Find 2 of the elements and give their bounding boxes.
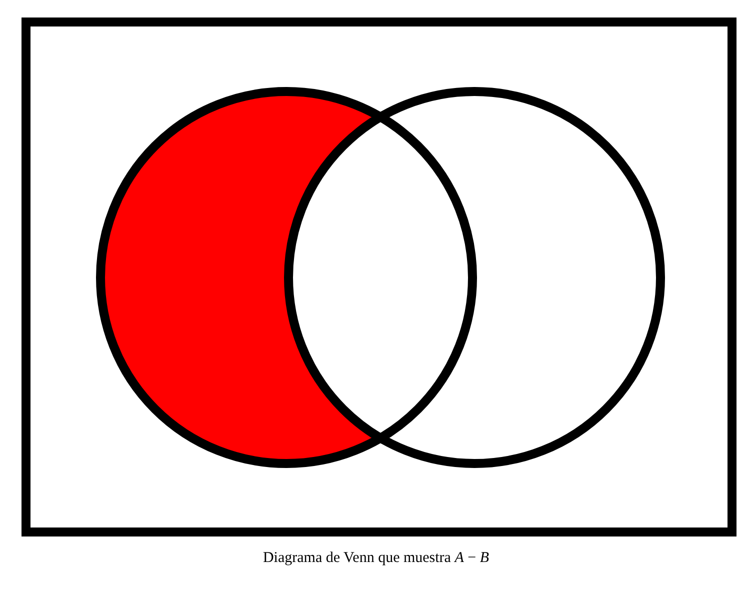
- set-circle: [284, 86, 664, 468]
- caption: Diagrama de Venn que muestra A − B: [262, 550, 490, 567]
